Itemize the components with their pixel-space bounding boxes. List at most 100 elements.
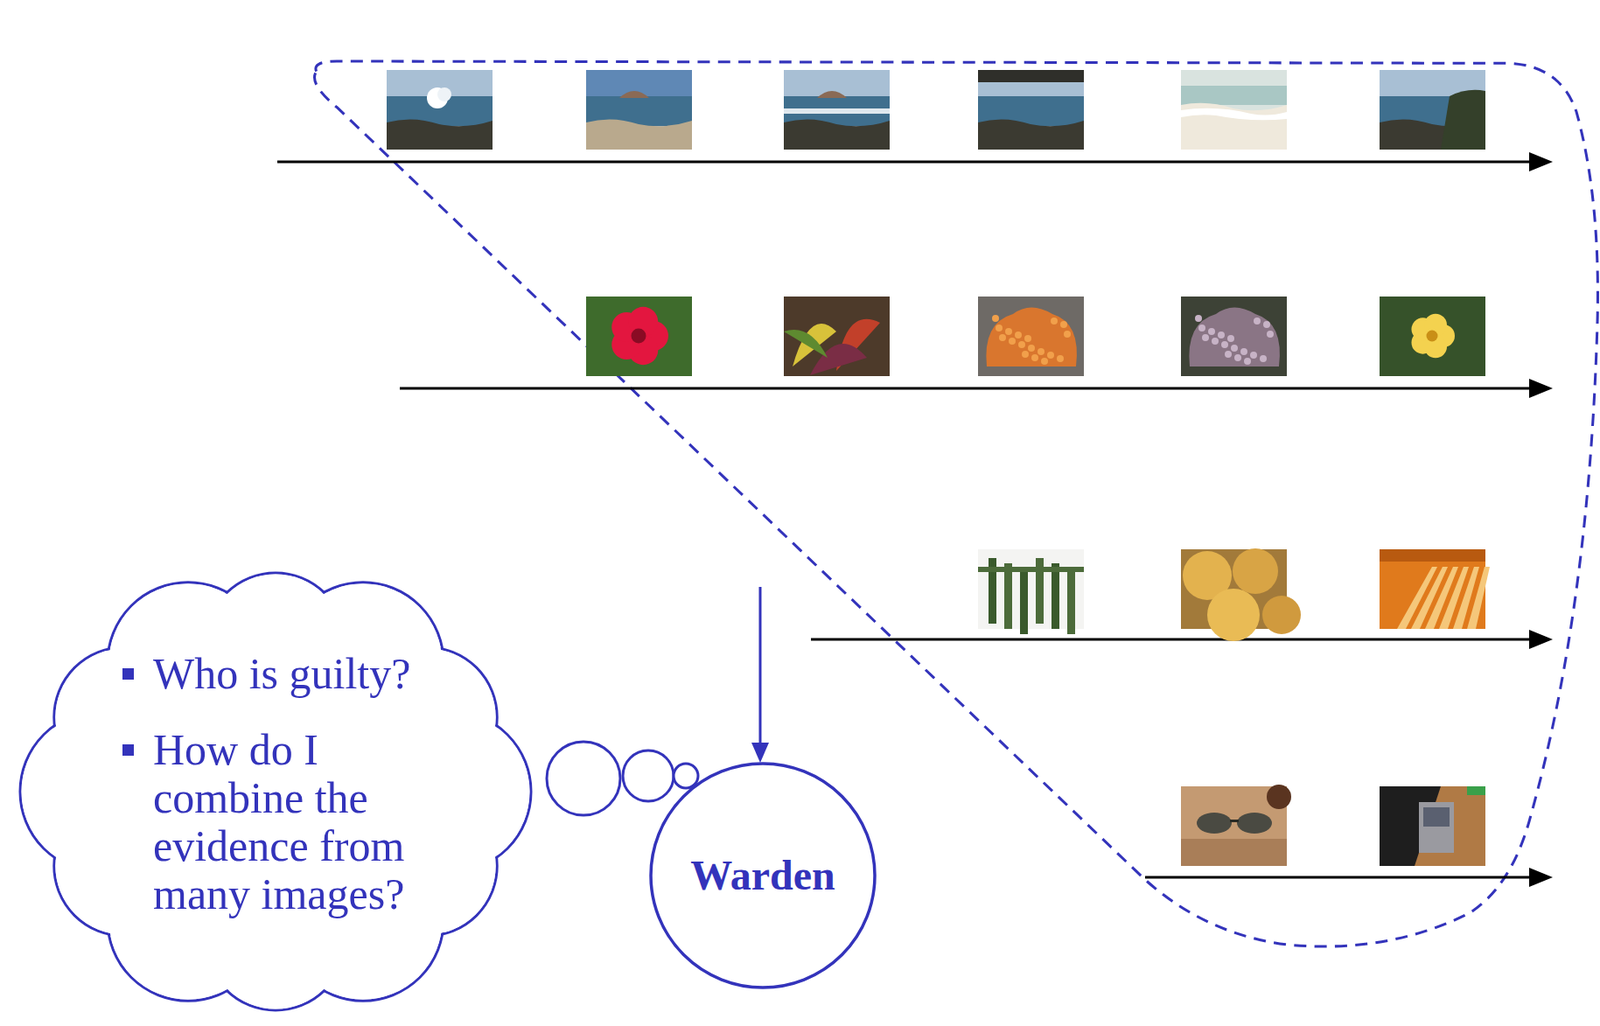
photo-shape	[1379, 549, 1486, 629]
photo-shape	[1050, 317, 1058, 325]
dashed-region	[314, 61, 1599, 947]
photo-thumbnail	[1379, 69, 1486, 150]
photo-shape	[1217, 331, 1225, 339]
photo-thumbnail	[1379, 296, 1486, 377]
photo-shape	[1232, 548, 1279, 594]
photo-thumbnail	[783, 296, 890, 377]
photo-shape	[995, 324, 1003, 332]
photo-shape	[1266, 330, 1274, 338]
photo-shape	[1426, 330, 1439, 343]
thought-bubble	[546, 741, 621, 816]
photo-shape	[1014, 331, 1022, 339]
photo-shape	[619, 90, 650, 98]
thought-text: How do I combine the evidence from many …	[153, 726, 442, 919]
actor-circle: Warden	[649, 761, 877, 990]
photo-shape	[586, 118, 692, 150]
photo-shape	[1440, 90, 1486, 150]
photo-shape	[1243, 357, 1251, 365]
photo-thumbnail	[978, 549, 1084, 635]
photo-shape	[1037, 348, 1045, 356]
photo-shape	[978, 69, 1084, 83]
photo-thumbnail	[1180, 548, 1301, 642]
photo-shape	[1180, 103, 1287, 150]
photo-shape	[978, 69, 1084, 150]
photo-shape	[783, 118, 890, 150]
bullet-item: Who is guilty?	[153, 649, 442, 699]
photo-shape	[985, 307, 1077, 368]
photo-shape	[1236, 812, 1272, 834]
timeline-arrowhead	[1529, 867, 1553, 888]
photo-shape	[1379, 69, 1486, 150]
photo-shape	[1379, 549, 1486, 562]
photo-thumbnail	[1379, 786, 1486, 867]
timeline-axis	[277, 160, 1533, 164]
photo-shape	[1198, 324, 1206, 332]
photo-shape	[978, 69, 1084, 97]
photo-thumbnail	[1180, 69, 1287, 150]
photo-shape	[586, 69, 692, 150]
photo-shape	[783, 108, 890, 114]
timeline-arrowhead	[1529, 378, 1553, 399]
photo-shape	[586, 296, 692, 377]
photo-shape	[1008, 337, 1016, 345]
timeline-axis	[810, 638, 1533, 642]
photo-shape	[783, 296, 890, 377]
thought-bubble	[673, 763, 699, 789]
photo-shape	[1207, 588, 1260, 642]
photo-thumbnail	[586, 296, 692, 377]
circle-outline	[650, 763, 875, 988]
cloud-fill	[91, 634, 460, 950]
timeline-axis	[399, 387, 1533, 391]
node-label: Warden	[690, 851, 835, 900]
photo-shape	[783, 329, 828, 358]
photo-shape	[1060, 321, 1068, 329]
photo-shape	[1024, 335, 1032, 343]
photo-shape	[978, 296, 1084, 377]
photo-shape	[1194, 314, 1202, 322]
photo-shape	[1180, 69, 1287, 150]
photo-shape	[1021, 350, 1029, 358]
photo-shape	[631, 328, 647, 344]
photo-shape	[1467, 566, 1490, 629]
photo-shape	[1423, 807, 1450, 827]
circle-text-holder: Warden	[649, 761, 877, 990]
thought-cloud: Who is guilty? How do I combine the evide…	[10, 559, 541, 1021]
photo-shape	[978, 566, 1084, 573]
photo-shape	[1041, 357, 1049, 365]
bullet-square	[122, 668, 134, 680]
photo-thumbnail	[1379, 549, 1490, 629]
photo-shape	[386, 69, 493, 150]
photo-shape	[1379, 296, 1486, 377]
photo-shape	[1020, 568, 1028, 635]
photo-shape	[1180, 85, 1287, 105]
bullet-item: How do I combine the evidence from many …	[153, 726, 442, 919]
photo-shape	[1180, 108, 1287, 121]
photo-shape	[1266, 784, 1292, 810]
photo-shape	[1180, 296, 1287, 377]
bullet-square	[122, 744, 134, 756]
photo-thumbnail	[978, 69, 1084, 150]
photo-shape	[386, 118, 493, 150]
photo-shape	[992, 314, 1000, 322]
photo-thumbnail	[978, 296, 1084, 377]
photo-shape	[817, 90, 847, 98]
timeline-axis	[1145, 876, 1533, 880]
photo-thumbnail	[386, 69, 493, 150]
photo-shape	[1227, 335, 1235, 343]
photo-shape	[783, 69, 890, 150]
photo-shape	[1196, 812, 1232, 834]
photo-shape	[1230, 344, 1238, 352]
photo-shape	[1188, 307, 1280, 368]
pointer-arrow	[759, 586, 762, 746]
photo-shape	[978, 118, 1084, 150]
photo-shape	[1056, 355, 1064, 363]
photo-shape	[1201, 334, 1209, 342]
thought-text: Who is guilty?	[153, 649, 442, 699]
photo-shape	[999, 334, 1007, 342]
photo-thumbnail	[1180, 296, 1287, 377]
photo-shape	[1208, 328, 1216, 336]
photo-shape	[1180, 69, 1287, 150]
photo-shape	[1004, 563, 1013, 629]
photo-shape	[1467, 786, 1486, 796]
